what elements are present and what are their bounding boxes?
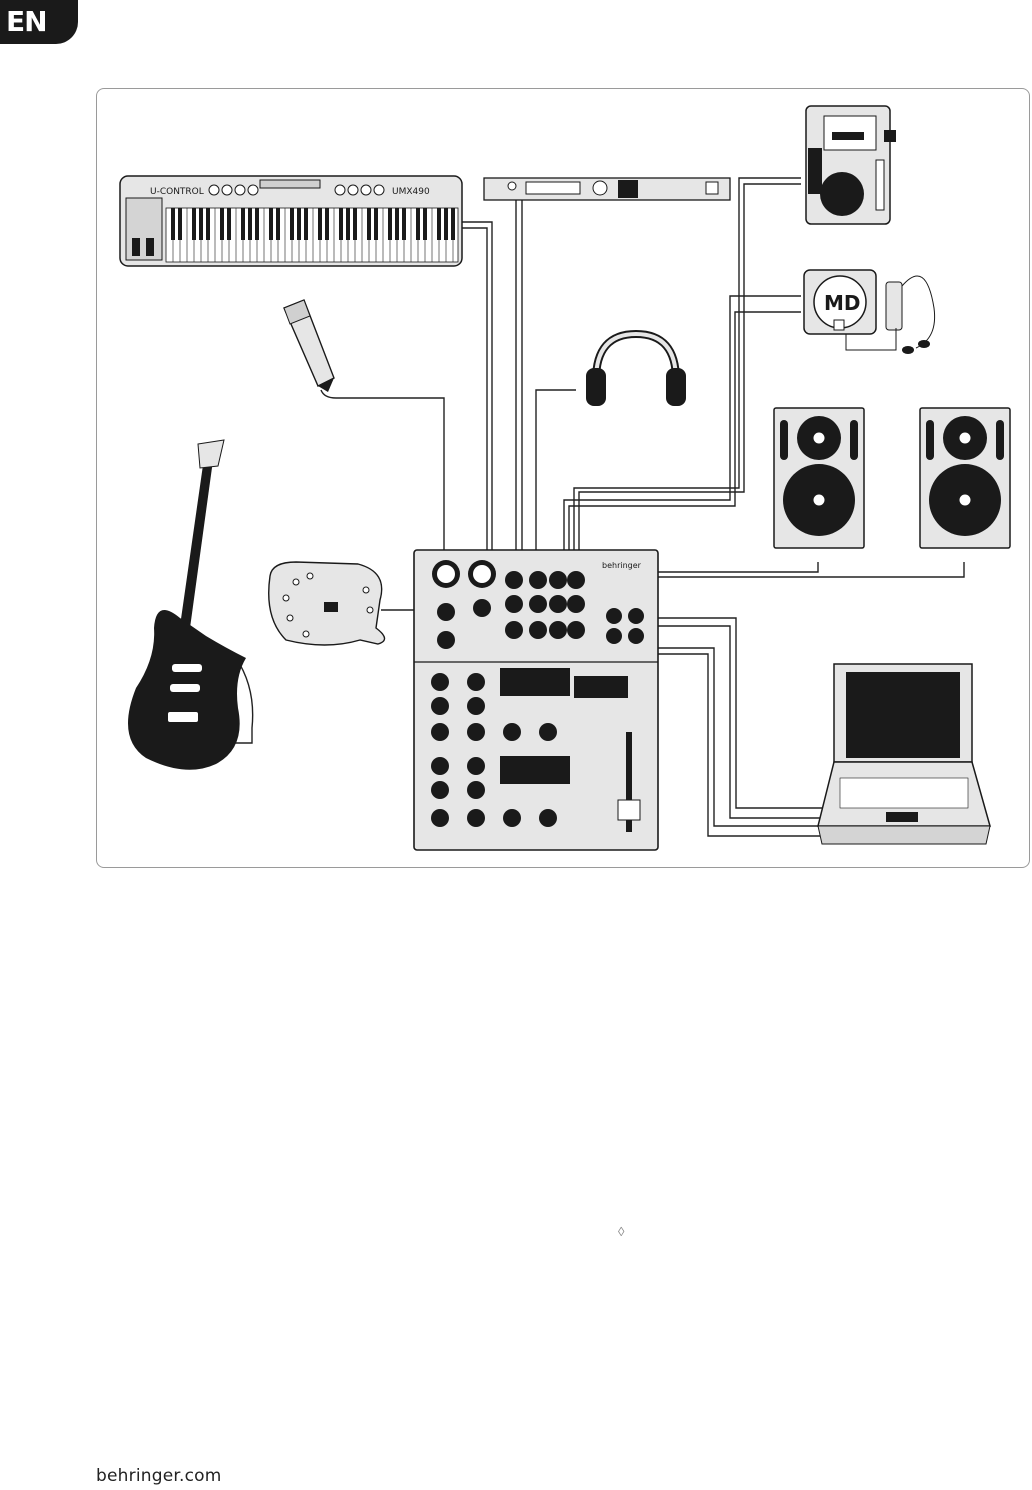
monitor-speaker-left <box>774 408 864 548</box>
laptop-computer <box>818 664 990 844</box>
language-tab: EN <box>0 0 78 44</box>
diamond-mark-icon: ◊ <box>618 1224 624 1239</box>
footer-website[interactable]: behringer.com <box>96 1466 222 1486</box>
monitor-speaker-right <box>920 408 1010 548</box>
effects-processor <box>484 178 730 200</box>
guitar-effects-processor <box>269 562 385 645</box>
keyboard-brand: U-CONTROL <box>150 187 204 197</box>
midi-keyboard: U-CONTROL UMX490 <box>120 176 462 266</box>
condenser-microphone <box>284 300 334 392</box>
connection-diagram: U-CONTROL UMX490 MD <box>96 88 1030 868</box>
mixing-console: behringer <box>414 550 658 850</box>
minidisc-label: MD <box>824 291 861 315</box>
headphones <box>586 334 686 406</box>
keyboard-model: UMX490 <box>392 187 430 197</box>
minidisc-player: MD <box>804 270 935 354</box>
electric-guitar <box>128 440 246 770</box>
cd-player <box>806 106 896 224</box>
mixer-brand: behringer <box>602 561 642 570</box>
